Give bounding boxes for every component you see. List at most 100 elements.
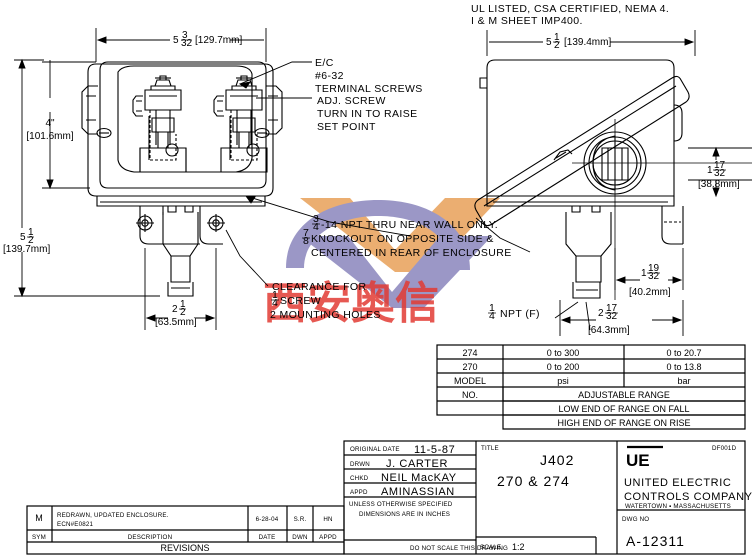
svg-text:19: 19 xyxy=(648,263,660,274)
svg-text:[38.8mm]: [38.8mm] xyxy=(698,179,740,190)
dim-side-offset: 1 19 32 [40.2mm] xyxy=(629,263,671,298)
original-date-value: 11-5-87 xyxy=(414,444,455,456)
chkd-value: NEIL MacKAY xyxy=(381,472,457,484)
spec-note-line1: UNLESS OTHERWISE SPECIFIED xyxy=(349,501,453,508)
drawing-title-sub: 270 & 274 xyxy=(497,473,570,489)
svg-text:3: 3 xyxy=(182,30,188,41)
dim-side-depth: 2 17 32 [64.3mm] xyxy=(588,303,630,336)
svg-text:17: 17 xyxy=(714,160,726,171)
rev-col-sym: SYM xyxy=(32,534,46,541)
svg-text:NPT (F): NPT (F) xyxy=(500,308,540,320)
svg-text:4: 4 xyxy=(272,297,278,309)
adj-screw-note-line1: ADJ. SCREW xyxy=(317,95,386,107)
svg-text:CENTERED IN REAR OF ENCLOSURE: CENTERED IN REAR OF ENCLOSURE xyxy=(311,247,512,259)
svg-text:8: 8 xyxy=(303,235,309,247)
adjustable-range-label: ADJUSTABLE RANGE xyxy=(578,390,670,400)
adj-screw-note-line2: TURN IN TO RAISE xyxy=(317,108,418,120)
adj-screw-note-line3: SET POINT xyxy=(317,121,376,133)
svg-text:2: 2 xyxy=(172,304,178,315)
range-row-274-psi: 0 to 300 xyxy=(547,348,580,358)
watermark-logo xyxy=(286,198,500,308)
certification-note-line1: UL LISTED, CSA CERTIFIED, NEMA 4. xyxy=(471,3,669,15)
svg-text:5: 5 xyxy=(546,37,552,48)
title-label: TITLE xyxy=(481,445,499,452)
dwg-no-label: DWG NO xyxy=(622,516,649,523)
svg-text:1: 1 xyxy=(707,165,713,176)
svg-text:1: 1 xyxy=(641,268,647,279)
terminal-note-line2: #6-32 xyxy=(315,70,344,82)
svg-text:32: 32 xyxy=(606,311,618,322)
range-row-270-bar: 0 to 13.8 xyxy=(666,362,701,372)
dim-front-width: 5 3 32 [129.7mm] xyxy=(173,30,242,49)
dim-front-outer-height: 5 1 2 [139.7mm] xyxy=(3,227,50,255)
svg-text:[101.6mm]: [101.6mm] xyxy=(26,131,73,142)
switch-assembly-left xyxy=(132,75,187,173)
svg-text:2: 2 xyxy=(180,307,186,318)
drwn-value: J. CARTER xyxy=(386,458,448,470)
rev-row-description-1: REDRAWN, UPDATED ENCLOSURE. xyxy=(57,512,169,519)
range-row-270-psi: 0 to 200 xyxy=(547,362,580,372)
terminal-note-line1: E/C xyxy=(315,57,334,69)
range-row-274-model: 274 xyxy=(462,348,477,358)
model-label-line1: MODEL xyxy=(454,376,486,386)
svg-text:[63.5mm]: [63.5mm] xyxy=(155,317,197,328)
svg-text:5: 5 xyxy=(20,232,26,243)
rev-row-dwn: S.R. xyxy=(294,516,307,523)
svg-text:2 MOUNTING HOLES: 2 MOUNTING HOLES xyxy=(270,309,381,321)
revisions-heading: REVISIONS xyxy=(160,543,209,553)
rev-col-date: DATE xyxy=(259,534,276,541)
dim-side-width: 5 1 2 [139.4mm] xyxy=(546,32,611,51)
front-view xyxy=(81,61,283,297)
appd-label: APPD xyxy=(350,489,368,496)
rev-row-sym: M xyxy=(35,513,43,523)
svg-text:[139.4mm]: [139.4mm] xyxy=(564,37,611,48)
appd-value: AMINASSIAN xyxy=(381,486,455,498)
terminal-note-line3: TERMINAL SCREWS xyxy=(315,83,423,95)
scale-value: 1:2 xyxy=(512,542,525,552)
range-row-274-bar: 0 to 20.7 xyxy=(666,348,701,358)
svg-text:[139.7mm]: [139.7mm] xyxy=(3,244,50,255)
drwn-label: DRWN xyxy=(350,461,370,468)
unit-bar: bar xyxy=(677,376,690,386)
svg-text:4: 4 xyxy=(313,221,319,233)
rev-row-appd: HN xyxy=(323,516,332,523)
svg-text:32: 32 xyxy=(181,38,193,49)
svg-text:32: 32 xyxy=(648,271,660,282)
svg-text:1: 1 xyxy=(272,289,278,301)
do-not-scale-note: DO NOT SCALE THIS DRAWING xyxy=(410,545,508,552)
range-row-270-model: 270 xyxy=(462,362,477,372)
svg-text:4: 4 xyxy=(489,310,495,322)
range-note-rise: HIGH END OF RANGE ON RISE xyxy=(557,418,690,428)
dimension-lines xyxy=(14,28,752,336)
company-line1: UNITED ELECTRIC xyxy=(624,477,731,489)
svg-text:CLEARANCE FOR: CLEARANCE FOR xyxy=(272,281,366,293)
range-note-fall: LOW END OF RANGE ON FALL xyxy=(558,404,689,414)
svg-text:SCREW: SCREW xyxy=(280,295,321,307)
range-table: 274 0 to 300 0 to 20.7 270 0 to 200 0 to… xyxy=(436,344,746,430)
npt-f-note: 1 4 NPT (F) xyxy=(488,302,540,322)
dim-side-port-height: 1 17 32 [38.8mm] xyxy=(698,160,740,190)
svg-text:2: 2 xyxy=(28,235,34,246)
svg-text:1: 1 xyxy=(489,302,495,314)
svg-text:1: 1 xyxy=(180,299,186,310)
rev-col-appd: APPD xyxy=(319,534,337,541)
spec-note-line2: DIMENSIONS ARE IN INCHES xyxy=(359,511,450,518)
company-line2: CONTROLS COMPANY xyxy=(624,491,753,503)
unit-psi: psi xyxy=(557,376,569,386)
drawing-title-main: J402 xyxy=(540,452,574,468)
svg-text:2: 2 xyxy=(554,40,560,51)
rev-row-date: 6-28-04 xyxy=(256,516,279,523)
svg-text:2: 2 xyxy=(598,308,604,319)
svg-text:7: 7 xyxy=(303,227,309,239)
title-block: ORIGINAL DATE 11-5-87 DRWN J. CARTER CHK… xyxy=(343,440,753,555)
form-code: DF001D xyxy=(712,445,737,452)
svg-text:[40.2mm]: [40.2mm] xyxy=(629,287,671,298)
svg-text:32: 32 xyxy=(714,168,726,179)
rev-row-description-2: ECN#E0821 xyxy=(57,521,94,528)
watermark-text-cn: 西安奥信 xyxy=(263,278,439,329)
model-label-line2: NO. xyxy=(462,390,478,400)
revisions-block: M REDRAWN, UPDATED ENCLOSURE. ECN#E0821 … xyxy=(26,505,345,555)
svg-text:1: 1 xyxy=(28,227,34,238)
side-view xyxy=(474,59,752,300)
